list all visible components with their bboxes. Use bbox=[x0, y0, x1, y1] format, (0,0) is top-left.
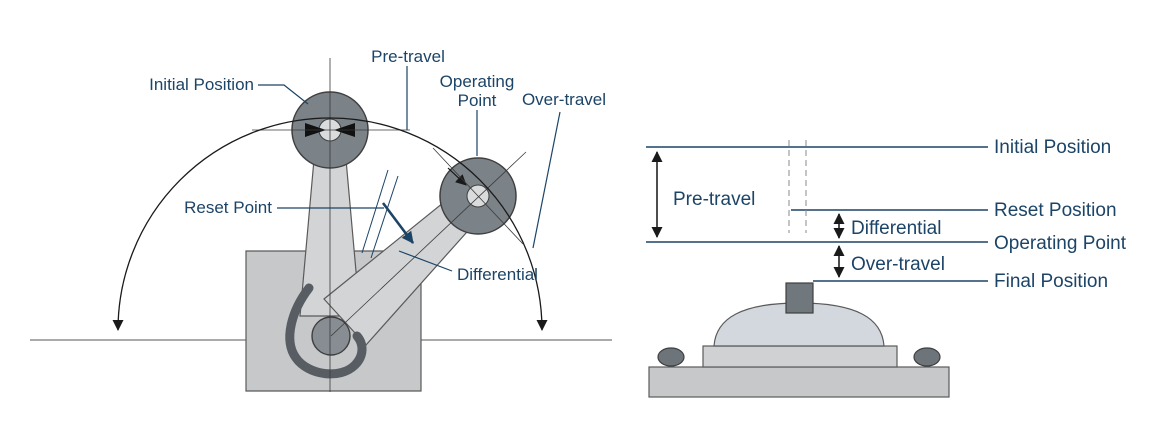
differential-wedge bbox=[361, 169, 415, 259]
leader-over-travel bbox=[532, 111, 561, 249]
label-initial-position: Initial Position bbox=[994, 137, 1111, 158]
measurement-arrows bbox=[651, 151, 845, 278]
label-pre-travel: Pre-travel bbox=[371, 47, 445, 66]
label-differential: Differential bbox=[457, 265, 538, 284]
plunger-switch-diagram: Initial Position Pre-travel Reset Positi… bbox=[646, 137, 1127, 398]
label-differential: Differential bbox=[851, 218, 941, 239]
switch-base bbox=[648, 366, 950, 398]
leader-differential bbox=[398, 250, 453, 272]
label-operating-line2: Point bbox=[458, 91, 497, 110]
roller-direction-arrow bbox=[447, 167, 467, 186]
push-button-switch bbox=[648, 282, 950, 398]
reset-motion-arrow bbox=[381, 202, 415, 244]
leader-lines bbox=[258, 66, 561, 272]
plunger bbox=[785, 282, 814, 314]
label-pre-travel: Pre-travel bbox=[673, 189, 755, 210]
label-reset-point: Reset Point bbox=[184, 198, 272, 217]
label-final-position: Final Position bbox=[994, 271, 1108, 292]
mount-lug-left bbox=[657, 347, 685, 367]
label-over-travel: Over-travel bbox=[851, 254, 945, 275]
travel-arc bbox=[112, 117, 548, 331]
label-operating-line1: Operating bbox=[440, 72, 515, 91]
switch-plate bbox=[702, 345, 898, 368]
lever-switch-diagram: Initial Position Pre-travel Operating Po… bbox=[30, 47, 612, 392]
leader-initial-position bbox=[258, 84, 309, 105]
label-over-travel: Over-travel bbox=[522, 90, 606, 109]
label-initial-position: Initial Position bbox=[149, 75, 254, 94]
crosshair-lines bbox=[252, 58, 527, 392]
dashed-travel-guides bbox=[788, 140, 807, 233]
mount-lug-right bbox=[913, 347, 941, 367]
label-operating-point: Operating Point bbox=[994, 233, 1127, 254]
position-lines bbox=[646, 146, 988, 282]
label-reset-position: Reset Position bbox=[994, 200, 1117, 221]
